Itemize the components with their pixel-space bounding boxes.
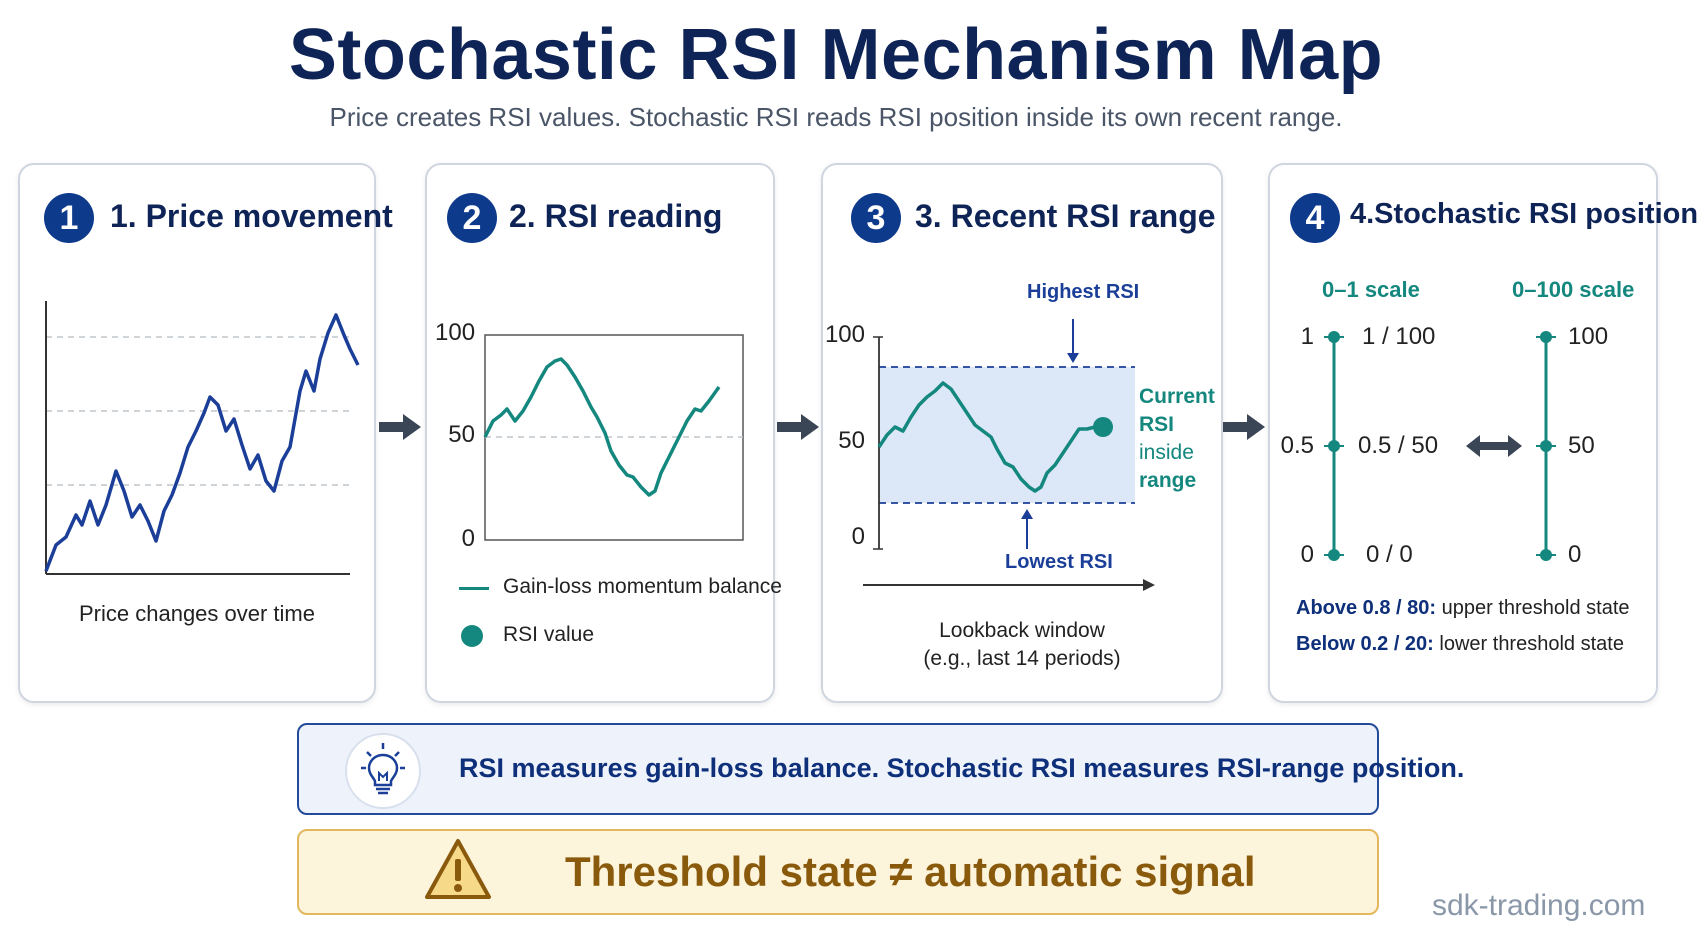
left-node [1328,549,1340,561]
range-band [879,367,1135,503]
mid-label-bottom: 0 / 0 [1366,541,1413,568]
highest-rsi-label: Highest RSI [1027,281,1140,303]
step-badge-3: 3 [851,193,901,243]
range-tick-100: 100 [824,321,865,348]
panel-stochastic-rsi-position: 4 4.Stochastic RSI position 0–1 scale 0–… [1268,163,1698,703]
scale-diagram [1324,331,1556,561]
right-tick-0: 0 [1568,541,1582,568]
threshold-below-text: lower threshold state [1439,633,1624,655]
mid-label-mid: 0.5 / 50 [1358,432,1439,459]
warning-banner: Threshold state ≠ automatic signal [297,829,1379,915]
price-line [44,313,360,572]
threshold-below: Below 0.2 / 20: lower threshold state [1296,633,1624,656]
page-title: Stochastic RSI Mechanism Map [288,15,1384,95]
highest-arrow-head [1067,353,1079,363]
left-tick-0: 0 [1300,541,1314,568]
warning-banner-text: Threshold state ≠ automatic signal [565,848,1256,895]
lookback-line-2: (e.g., last 14 periods) [923,647,1121,670]
scale-left-label: 0–1 scale [1322,277,1420,302]
arrow-right-icon [777,412,821,442]
legend-dot-label: RSI value [503,623,595,646]
rsi-chart [483,334,744,541]
left-tick-05: 0.5 [1280,432,1314,459]
threshold-above: Above 0.8 / 80: upper threshold state [1296,597,1630,620]
lightbulb-icon [345,733,421,809]
current-rsi-word: inside [1139,441,1194,464]
threshold-above-text: upper threshold state [1441,597,1630,619]
panel-rsi-reading: 2 2. RSI reading 100 50 0 Gain-loss mome… [425,163,782,703]
page-subtitle: Price creates RSI values. Stochastic RSI… [329,102,1343,132]
arrow-right-icon [1223,412,1267,442]
panel-price-movement: 1 1. Price movement Price changes over t… [18,163,393,703]
footer-domain[interactable]: sdk-trading.com [1432,889,1646,922]
current-rsi-label: Current RSI inside range [1139,383,1215,495]
range-rsi-line [877,381,1103,493]
double-arrow-icon [1466,435,1522,457]
legend-dot-icon [461,625,483,647]
panel-title-3: 3. Recent RSI range [915,198,1216,234]
right-tick-50: 50 [1568,432,1595,459]
warning-icon [425,839,491,899]
price-chart [44,301,360,575]
panel-title-1: 1. Price movement [110,198,393,234]
lookback-line-1: Lookback window [939,619,1105,642]
step-badge-4: 4 [1290,193,1340,243]
rsi-line [483,357,721,497]
current-rsi-word: range [1139,469,1197,492]
rsi-tick-100: 100 [435,319,476,346]
rsi-tick-50: 50 [448,421,475,448]
lowest-arrow-head [1021,509,1033,519]
range-tick-50: 50 [838,427,865,454]
right-node [1540,440,1552,452]
right-tick-100: 100 [1568,323,1609,350]
range-tick-0: 0 [851,523,865,550]
left-tick-1: 1 [1300,323,1314,350]
legend-line-label: Gain-loss momentum balance [503,575,782,598]
threshold-above-bold: Above 0.8 / 80: [1296,597,1437,619]
current-rsi-word: Current [1139,385,1215,408]
panel-recent-rsi-range: 3 3. Recent RSI range 100 50 0 Highest R… [821,163,1223,703]
right-node [1540,549,1552,561]
arrow-right-icon [379,412,423,442]
panel-title-4: 4.Stochastic RSI position [1350,198,1698,230]
threshold-below-bold: Below 0.2 / 20: [1296,633,1434,655]
panel-title-2: 2. RSI reading [509,198,723,234]
lowest-rsi-label: Lowest RSI [1005,551,1113,573]
info-banner: RSI measures gain-loss balance. Stochast… [297,723,1464,815]
left-node [1328,440,1340,452]
price-caption: Price changes over time [79,601,315,626]
rsi-tick-0: 0 [461,525,475,552]
current-rsi-dot [1093,417,1113,437]
current-rsi-word: RSI [1139,413,1175,436]
mid-label-top: 1 / 100 [1362,323,1436,350]
rsi-range-chart [863,319,1155,591]
scale-right-label: 0–100 scale [1512,277,1635,302]
step-badge-1: 1 [44,193,94,243]
right-node [1540,331,1552,343]
step-badge-2: 2 [447,193,497,243]
info-banner-text: RSI measures gain-loss balance. Stochast… [459,753,1465,783]
left-node [1328,331,1340,343]
lookback-arrow-head [1143,579,1155,591]
legend-line-icon [459,587,489,590]
lookback-label: Lookback window (e.g., last 14 periods) [823,617,1221,673]
